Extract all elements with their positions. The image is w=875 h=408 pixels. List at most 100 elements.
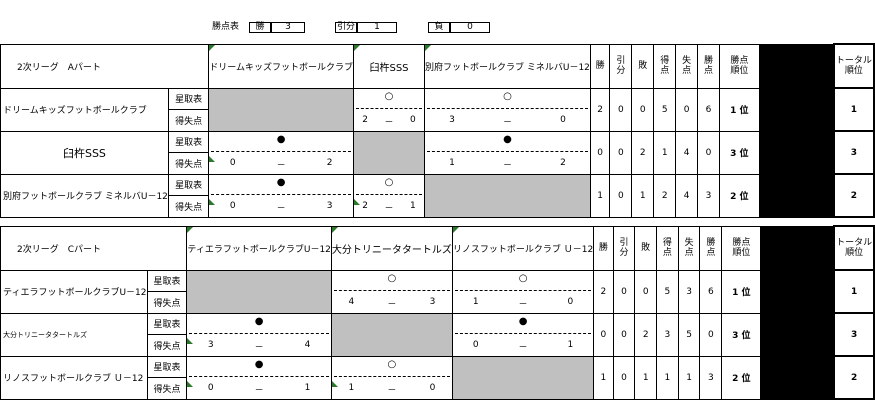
stat-value: 0	[589, 130, 611, 175]
stat-value: 0	[609, 130, 633, 175]
stat-value: 0	[593, 312, 614, 357]
goals-against: 0	[560, 114, 566, 125]
draw-value-box: 1	[357, 22, 397, 33]
match-score: 2－0	[355, 115, 424, 128]
self-match-cell	[451, 355, 595, 400]
corner-marker	[453, 227, 459, 233]
stat-value: 0	[612, 269, 636, 314]
corner-marker	[425, 45, 431, 51]
record-label: 星取表	[146, 355, 188, 378]
stat-value: 1	[593, 355, 614, 400]
self-match-cell	[208, 87, 355, 132]
stat-header: 引 分	[609, 43, 633, 89]
stat-value: 2	[653, 173, 677, 218]
score-separator: －	[518, 299, 528, 310]
goals-for: 4	[348, 296, 355, 307]
stat-value: 2	[593, 269, 614, 314]
points-rank: 3 位	[718, 130, 760, 175]
stat-value: 3	[697, 173, 720, 218]
match-result-cell: ●0－3	[208, 173, 355, 218]
loss-mark: ●	[254, 358, 264, 370]
corner-marker	[209, 155, 216, 162]
stat-value: 5	[653, 87, 677, 132]
goals-label: 得失点	[146, 377, 188, 400]
stat-value: 1	[631, 173, 655, 218]
goals-against: 3	[429, 296, 436, 307]
stat-value: 0	[631, 87, 655, 132]
record-label: 星取表	[167, 130, 210, 153]
column-team-name: 別府フットボールクラブ ミネルバU－12	[424, 43, 591, 89]
stat-header: 引 分	[612, 225, 636, 271]
match-result-cell: ● 0－1	[451, 312, 595, 357]
league-title: 2次リーグ Cパート	[0, 225, 188, 271]
stat-value: 1	[656, 355, 679, 400]
dashed-divider	[356, 193, 422, 195]
points-rank: 2 位	[721, 355, 762, 400]
self-match-cell	[424, 173, 591, 218]
stat-header: 勝	[589, 43, 611, 89]
stat-value: 2	[631, 130, 655, 175]
row-team-name: 臼杵SSS	[0, 130, 169, 175]
self-match-cell	[186, 269, 332, 314]
stat-header: 失 点	[677, 225, 701, 271]
goals-against: 4	[304, 339, 311, 350]
goals-against: 1	[567, 339, 574, 350]
goals-against: 1	[304, 382, 311, 393]
match-score: 0－1	[453, 339, 592, 353]
stat-value: 0	[634, 269, 658, 314]
score-separator: －	[387, 299, 397, 310]
score-separator: －	[276, 160, 286, 171]
match-score: 3－4	[188, 339, 331, 353]
goals-against: 1	[410, 200, 416, 211]
total-rank: 3	[832, 130, 875, 175]
stat-value: 3	[699, 355, 723, 400]
score-separator: －	[384, 117, 394, 128]
column-team-name: ティエラフットボールクラブU－12	[186, 225, 332, 271]
stat-value: 0	[609, 173, 633, 218]
record-label: 星取表	[167, 87, 210, 110]
goals-for: 3	[449, 114, 455, 125]
match-result-cell: ○1－0	[451, 269, 595, 314]
match-result-cell: ●0－2	[208, 130, 355, 175]
match-score: 1－2	[425, 157, 589, 171]
goals-against: 2	[326, 157, 333, 168]
dashed-divider	[333, 375, 450, 377]
stat-header: 敗	[634, 225, 658, 271]
league-title: 2次リーグ Aパート	[0, 43, 210, 89]
stat-value: 0	[612, 355, 636, 400]
score-separator: －	[384, 203, 394, 214]
corner-marker	[209, 198, 216, 205]
stat-header: 勝 点	[697, 43, 720, 89]
stat-value: 5	[677, 312, 701, 357]
dashed-divider	[454, 289, 592, 291]
blackout-block	[758, 43, 835, 218]
column-team-label: 別府フットボールクラブ ミネルバU－12	[425, 62, 590, 73]
loss-mark: ●	[276, 176, 286, 188]
corner-marker	[332, 380, 338, 387]
corner-marker	[209, 45, 216, 51]
goals-for: 1	[348, 382, 355, 393]
stat-value: 1	[653, 130, 677, 175]
win-mark: ○	[503, 90, 512, 102]
match-result-cell: ○1－0	[330, 355, 453, 400]
win-value-box: 3	[271, 22, 305, 33]
stat-value: 3	[677, 269, 701, 314]
loss-mark: ●	[276, 133, 286, 145]
row-team-name: リノスフットボールクラブ Ｕ－12	[0, 355, 148, 400]
dashed-divider	[427, 107, 588, 109]
match-score: 0－1	[188, 382, 331, 396]
stat-value: 2	[589, 87, 611, 132]
loss-mark: ●	[518, 315, 528, 327]
row-team-name: ティエラフットボールクラブU－12	[0, 269, 148, 314]
dashed-divider	[454, 332, 592, 334]
goals-against: 2	[560, 157, 566, 168]
corner-marker	[354, 45, 361, 51]
stat-value: 1	[634, 355, 658, 400]
column-team-name: 大分トリニータタートルズ	[330, 225, 453, 271]
points-rank: 1 位	[718, 87, 760, 132]
match-result-cell: ●3－4	[186, 312, 332, 357]
column-team-label: ドリームキッズフットボールクラブ	[209, 62, 354, 73]
corner-marker	[187, 337, 194, 344]
stat-value: 0	[699, 312, 723, 357]
